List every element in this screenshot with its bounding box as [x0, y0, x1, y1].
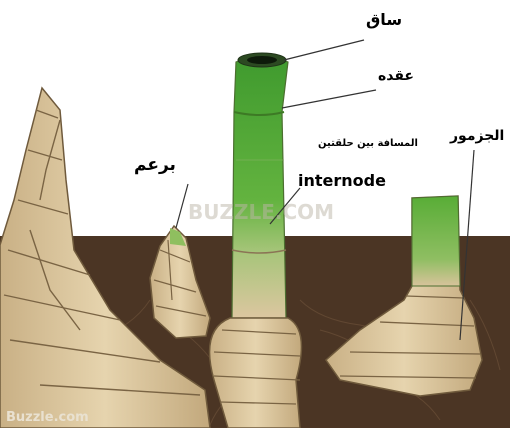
- label-stem: ساق: [366, 10, 402, 29]
- label-internode-arabic: المسافة بين حلقتين: [318, 138, 418, 149]
- watermark-corner: Buzzle.com: [6, 410, 89, 425]
- label-node: عقده: [378, 68, 414, 84]
- label-rhizome: الجزمور: [450, 128, 504, 144]
- watermark-center: BUZZLE.COM: [188, 200, 334, 224]
- label-internode: internode: [298, 171, 386, 190]
- label-bud: برعم: [134, 155, 176, 175]
